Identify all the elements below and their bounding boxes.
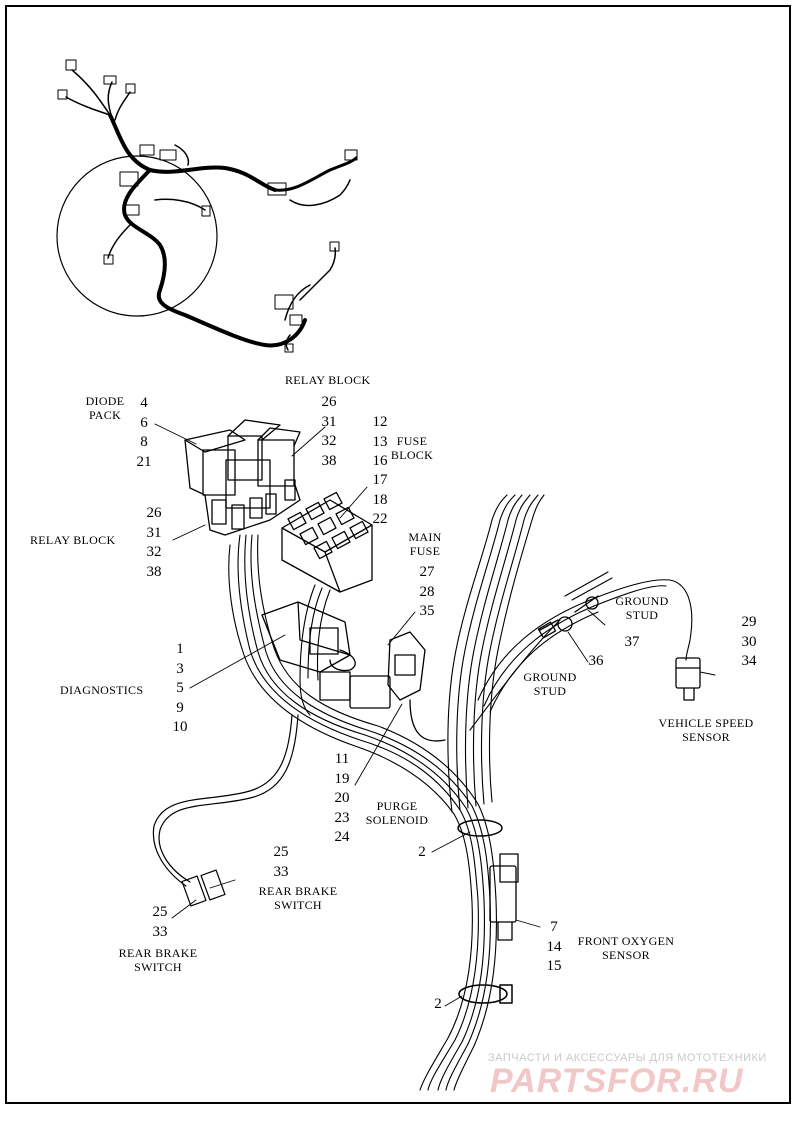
front-o2-connector [489,853,519,941]
callout-number: 34 [741,653,757,669]
callout-number: 12 [372,414,388,430]
callout-number: 5 [176,680,184,696]
relay-block-assembly [184,419,301,536]
callout-number: 37 [624,634,640,650]
callout-number: 31 [321,413,337,430]
o2-sensor-numbers: 7 14 15 [542,918,566,977]
cable-clips [457,819,513,1004]
clip-upper-number: 2 [412,843,432,863]
callout-number: 18 [372,491,388,508]
diagnostics-label: DIAGNOSTICS [60,683,144,697]
clip-lower-number: 2 [428,995,448,1015]
vss-numbers: 29 30 34 [734,613,764,672]
callout-number: 26 [146,505,162,521]
callout-number: 9 [176,699,184,716]
callout-number: 25 [152,904,168,920]
rear-brake-left-numbers: 25 33 [145,903,175,942]
callout-number: 8 [140,434,148,450]
ground-stud-36-number: 36 [584,652,608,672]
callout-number: 32 [146,544,162,560]
relay-block-left-numbers: 26 31 32 38 [139,504,169,582]
callout-number: 27 [419,564,435,580]
diode-pack-numbers: 4 6 8 21 [132,394,156,472]
callout-number: 16 [372,453,388,469]
callout-number: 35 [419,603,435,619]
callout-number: 2 [418,844,426,860]
callout-number: 32 [321,433,337,449]
callout-number: 20 [334,790,350,806]
main-fuse-numbers: 27 28 35 [412,563,442,622]
callout-number: 1 [176,641,184,657]
callout-number: 14 [546,938,562,955]
callout-number: 33 [152,923,168,940]
callout-number: 15 [546,958,562,974]
fuse-block-numbers-a: 12 13 16 [365,413,395,472]
callout-number: 13 [372,433,388,450]
callout-number: 19 [334,770,350,787]
callout-number: 25 [273,844,289,860]
callout-number: 38 [146,563,162,580]
overview-harness [56,59,358,353]
callout-number: 38 [321,452,337,469]
watermark-logo: PARTSFOR.RU [490,1062,744,1100]
rear-brake-switch-branch [152,714,299,907]
callout-number: 4 [140,395,148,411]
callout-number: 3 [176,660,184,677]
callout-number: 23 [334,809,350,826]
page-frame [5,5,791,1104]
main-fuse-connector [319,631,446,742]
callout-number: 31 [146,524,162,541]
callout-number: 29 [741,614,757,630]
rear-brake-right-numbers: 25 33 [266,843,296,882]
callout-number: 11 [334,751,350,767]
ground-studs [537,595,599,639]
main-harness-bundle [228,494,693,1091]
callout-number: 10 [172,719,188,735]
watermark-tagline: ЗАПЧАСТИ И АКСЕССУАРЫ ДЛЯ МОТОТЕХНИКИ [488,1052,767,1064]
purge-solenoid-numbers: 11 19 20 23 24 [327,750,357,848]
callout-number: 30 [741,633,757,650]
relay-block-left-label: RELAY BLOCK [30,533,116,547]
leader-lines [154,423,716,1007]
ground-stud-37-number: 37 [620,633,644,653]
callout-number: 17 [372,472,388,488]
detail-circle [56,155,218,317]
fuse-block [281,491,373,593]
callout-number: 36 [588,653,604,669]
callout-number: 28 [419,583,435,600]
callout-number: 6 [140,414,148,431]
diagnostics-connector [261,601,356,673]
callout-number: 26 [321,394,337,410]
vss-connector [675,657,701,701]
fuse-block-numbers-b: 17 18 22 [365,471,395,530]
callout-number: 22 [372,511,388,527]
diagnostics-numbers: 1 3 5 9 10 [168,640,192,738]
relay-block-top-numbers: 26 31 32 38 [314,393,344,471]
relay-block-top-label: RELAY BLOCK [285,373,371,387]
callout-number: 21 [136,453,152,470]
callout-number: 2 [434,996,442,1012]
callout-number: 24 [334,829,350,845]
callout-number: 7 [550,919,558,935]
callout-number: 33 [273,863,289,880]
